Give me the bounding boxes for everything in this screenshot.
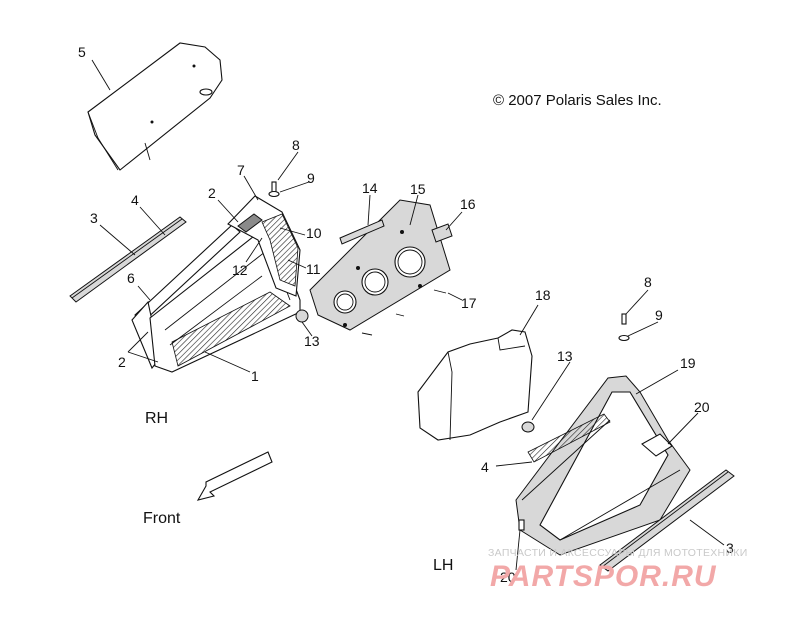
callout-4-rh: 4	[131, 192, 139, 208]
callout-15: 15	[410, 181, 426, 197]
lh-dash-assembly	[515, 313, 735, 572]
watermark-logo: PARTSPOR.RU	[490, 560, 717, 593]
leader-lines	[91, 59, 725, 571]
callout-9-lh: 9	[655, 307, 663, 323]
callout-2-bottom: 2	[118, 354, 126, 370]
callout-2-top: 2	[208, 185, 216, 201]
rh-dash-assembly	[69, 181, 309, 373]
callout-5: 5	[78, 44, 86, 60]
part-5-cover-panel	[87, 42, 223, 171]
callout-20-right: 20	[694, 399, 710, 415]
callout-1: 1	[251, 368, 259, 384]
lh-label: LH	[433, 557, 453, 574]
callout-20-bottom: 20	[500, 569, 516, 585]
front-direction-arrow	[196, 451, 273, 501]
callout-14: 14	[362, 180, 378, 196]
front-label: Front	[143, 510, 181, 527]
callout-labels: 5 3 4 2 7 8 9 10 12 11 6 2 1 13 14 15 16…	[78, 44, 734, 585]
part-18-pad	[417, 329, 533, 441]
callout-13-rh: 13	[304, 333, 320, 349]
callout-8-rh: 8	[292, 137, 300, 153]
rh-label: RH	[145, 410, 168, 427]
callout-11: 11	[306, 261, 321, 277]
callout-18: 18	[535, 287, 551, 303]
callout-4-lh: 4	[481, 459, 489, 475]
callout-3-rh: 3	[90, 210, 98, 226]
watermark: ЗАПЧАСТИ И АКСЕССУАРЫ ДЛЯ МОТОТЕХНИКИ PA…	[488, 547, 748, 593]
callout-3-lh: 3	[726, 540, 734, 556]
callout-10: 10	[306, 225, 322, 241]
part-15-gauge-panel	[309, 199, 453, 336]
callout-7: 7	[237, 162, 245, 178]
callout-8-lh: 8	[644, 274, 652, 290]
callout-9-rh: 9	[307, 170, 315, 186]
callout-17: 17	[461, 295, 477, 311]
callout-13-lh: 13	[557, 348, 573, 364]
callout-19: 19	[680, 355, 696, 371]
callout-16: 16	[460, 196, 476, 212]
callout-12: 12	[232, 262, 248, 278]
watermark-tagline: ЗАПЧАСТИ И АКСЕССУАРЫ ДЛЯ МОТОТЕХНИКИ	[488, 547, 748, 559]
copyright-text: © 2007 Polaris Sales Inc.	[493, 92, 662, 109]
callout-6: 6	[127, 270, 135, 286]
